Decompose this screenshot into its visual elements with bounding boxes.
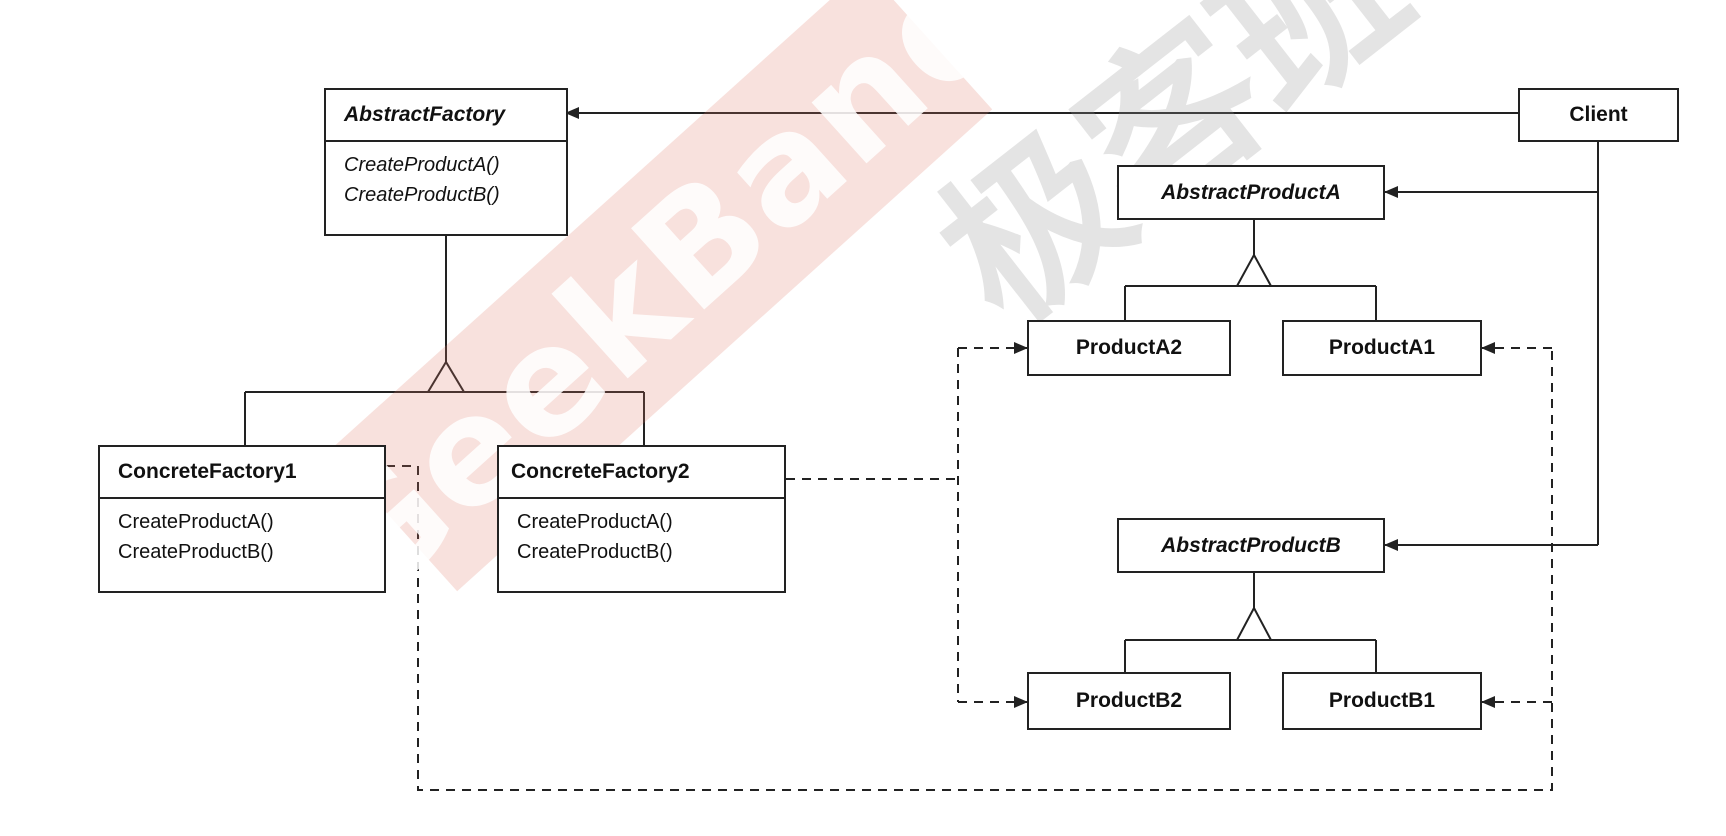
operation-list: CreateProductA() CreateProductB() bbox=[499, 497, 784, 575]
class-producta1: ProductA1 bbox=[1282, 320, 1482, 376]
class-abstractfactory: AbstractFactory CreateProductA() CreateP… bbox=[324, 88, 568, 236]
creation-dependencies bbox=[386, 342, 1553, 791]
producta-inheritance bbox=[1124, 220, 1377, 320]
operation: CreateProductA() bbox=[118, 511, 274, 533]
operation: CreateProductA() bbox=[517, 511, 673, 533]
class-name: ProductB2 bbox=[1075, 689, 1183, 712]
operation: CreateProductB() bbox=[344, 184, 500, 206]
class-name: ConcreteFactory2 bbox=[511, 460, 690, 483]
client-associations bbox=[565, 107, 1599, 551]
class-concretefactory2: ConcreteFactory2 CreateProductA() Create… bbox=[497, 445, 786, 593]
class-name: Client bbox=[1569, 103, 1628, 126]
concretefactory1-creates-product1 bbox=[386, 348, 1553, 791]
class-client: Client bbox=[1518, 88, 1679, 142]
class-productb1: ProductB1 bbox=[1282, 672, 1482, 730]
operation-list: CreateProductA() CreateProductB() bbox=[326, 140, 566, 218]
productb-generalization-triangle bbox=[1235, 605, 1273, 641]
class-name: AbstractFactory bbox=[344, 103, 506, 126]
class-abstractproducta: AbstractProductA bbox=[1117, 165, 1385, 220]
class-abstractproductb: AbstractProductB bbox=[1117, 518, 1385, 573]
class-name: AbstractProductA bbox=[1161, 181, 1341, 204]
factory-generalization-triangle bbox=[426, 360, 466, 393]
factory-inheritance bbox=[244, 236, 645, 445]
class-name: ProductA1 bbox=[1328, 336, 1436, 359]
operation: CreateProductA() bbox=[344, 154, 500, 176]
producta-generalization-triangle bbox=[1235, 252, 1273, 287]
class-productb2: ProductB2 bbox=[1027, 672, 1231, 730]
productb-inheritance bbox=[1124, 573, 1377, 672]
class-name: ConcreteFactory1 bbox=[118, 460, 297, 483]
class-producta2: ProductA2 bbox=[1027, 320, 1231, 376]
operation: CreateProductB() bbox=[118, 541, 274, 563]
operation-list: CreateProductA() CreateProductB() bbox=[100, 497, 384, 575]
class-concretefactory1: ConcreteFactory1 CreateProductA() Create… bbox=[98, 445, 386, 593]
operation: CreateProductB() bbox=[517, 541, 673, 563]
class-name: AbstractProductB bbox=[1161, 534, 1341, 557]
class-name: ProductB1 bbox=[1328, 689, 1436, 712]
class-name: ProductA2 bbox=[1075, 336, 1183, 359]
